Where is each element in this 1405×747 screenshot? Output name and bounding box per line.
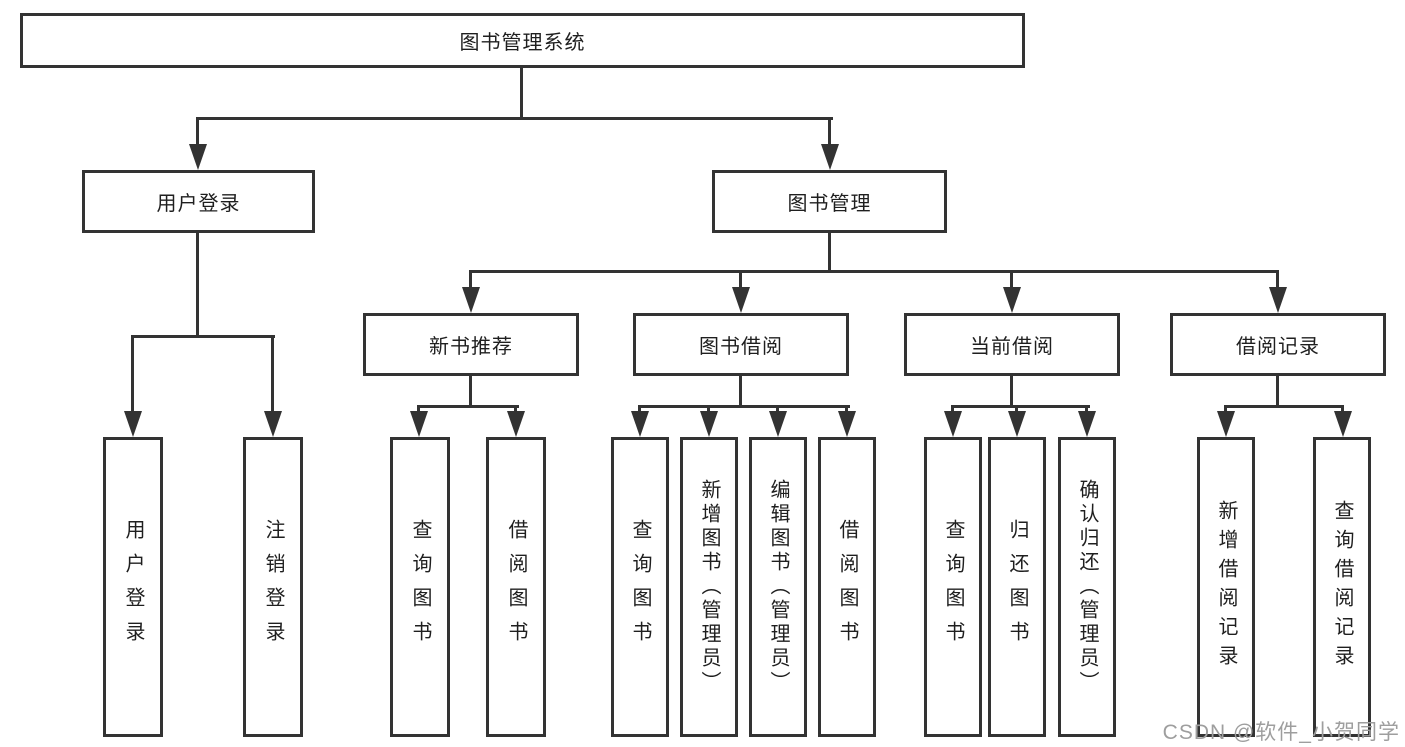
leaf-borrow-books-borrowing: 借阅图书 [818, 437, 876, 737]
arrow-down-icon [838, 411, 856, 437]
leaf-query-books-borrowing-label: 查询图书 [629, 519, 651, 655]
leaf-add-books-admin: 新增图书（管理员） [680, 437, 738, 737]
arrow-down-icon [944, 411, 962, 437]
connector-line [739, 270, 742, 292]
arrow-down-icon [1003, 287, 1021, 313]
leaf-return-books-label: 归还图书 [1006, 519, 1028, 655]
arrow-down-icon [124, 411, 142, 437]
connector-line [1010, 270, 1013, 292]
arrow-down-icon [821, 144, 839, 170]
leaf-add-borrow-record-label: 新增借阅记录 [1215, 500, 1237, 674]
leaf-edit-books-admin: 编辑图书（管理员） [749, 437, 807, 737]
node-user-login: 用户登录 [82, 170, 315, 233]
connector-line [828, 233, 831, 273]
arrow-down-icon [189, 144, 207, 170]
arrow-down-icon [1217, 411, 1235, 437]
arrow-down-icon [769, 411, 787, 437]
arrow-down-icon [462, 287, 480, 313]
leaf-query-books-current: 查询图书 [924, 437, 982, 737]
leaf-query-books-borrowing: 查询图书 [611, 437, 669, 737]
node-book-management: 图书管理 [712, 170, 947, 233]
arrow-down-icon [507, 411, 525, 437]
connector-line [1010, 374, 1013, 408]
arrow-down-icon [1269, 287, 1287, 313]
node-current-borrowing-label: 当前借阅 [970, 336, 1054, 358]
connector-line [271, 335, 274, 415]
arrow-down-icon [732, 287, 750, 313]
leaf-return-books: 归还图书 [988, 437, 1046, 737]
leaf-add-borrow-record: 新增借阅记录 [1197, 437, 1255, 737]
connector-line [951, 405, 1090, 408]
leaf-query-books-current-label: 查询图书 [942, 519, 964, 655]
node-borrowing-records: 借阅记录 [1170, 313, 1386, 376]
leaf-user-login: 用户登录 [103, 437, 163, 737]
connector-line [196, 117, 199, 149]
connector-line [1276, 374, 1279, 408]
connector-line [196, 117, 833, 120]
node-book-management-label: 图书管理 [787, 193, 872, 215]
arrow-down-icon [410, 411, 428, 437]
leaf-user-login-label: 用户登录 [122, 519, 144, 655]
leaf-confirm-return-admin-label: 确认归还（管理员） [1076, 479, 1098, 695]
arrow-down-icon [1008, 411, 1026, 437]
leaf-logout: 注销登录 [243, 437, 303, 737]
leaf-borrow-books-borrowing-label: 借阅图书 [836, 519, 858, 655]
leaf-query-books-recommend: 查询图书 [390, 437, 450, 737]
arrow-down-icon [1334, 411, 1352, 437]
connector-line [739, 374, 742, 408]
arrow-down-icon [631, 411, 649, 437]
watermark: CSDN @软件_小贺同学 [1162, 721, 1400, 744]
node-book-borrowing: 图书借阅 [633, 313, 849, 376]
connector-line [1276, 270, 1279, 292]
node-book-borrowing-label: 图书借阅 [699, 336, 783, 358]
arrow-down-icon [264, 411, 282, 437]
connector-line [131, 335, 275, 338]
leaf-query-borrow-record-label: 查询借阅记录 [1331, 500, 1353, 674]
connector-line [638, 405, 850, 408]
arrow-down-icon [700, 411, 718, 437]
connector-line [469, 270, 472, 292]
leaf-logout-label: 注销登录 [262, 519, 284, 655]
leaf-query-books-recommend-label: 查询图书 [409, 519, 431, 655]
leaf-confirm-return-admin: 确认归还（管理员） [1058, 437, 1116, 737]
leaf-borrow-books-recommend-label: 借阅图书 [505, 519, 527, 655]
node-root-label: 图书管理系统 [459, 32, 586, 54]
arrow-down-icon [1078, 411, 1096, 437]
node-new-book-recommend: 新书推荐 [363, 313, 579, 376]
node-user-login-label: 用户登录 [156, 193, 241, 215]
node-current-borrowing: 当前借阅 [904, 313, 1120, 376]
node-root: 图书管理系统 [20, 13, 1025, 68]
connector-line [1224, 405, 1344, 408]
connector-line [520, 66, 523, 120]
leaf-borrow-books-recommend: 借阅图书 [486, 437, 546, 737]
leaf-add-books-admin-label: 新增图书（管理员） [698, 479, 720, 695]
leaf-query-borrow-record: 查询借阅记录 [1313, 437, 1371, 737]
node-new-book-recommend-label: 新书推荐 [429, 336, 513, 358]
connector-line [469, 270, 1279, 273]
node-borrowing-records-label: 借阅记录 [1236, 336, 1320, 358]
connector-line [196, 233, 199, 338]
connector-line [131, 335, 134, 415]
connector-line [469, 374, 472, 408]
connector-line [417, 405, 519, 408]
leaf-edit-books-admin-label: 编辑图书（管理员） [767, 479, 789, 695]
connector-line [828, 117, 831, 149]
